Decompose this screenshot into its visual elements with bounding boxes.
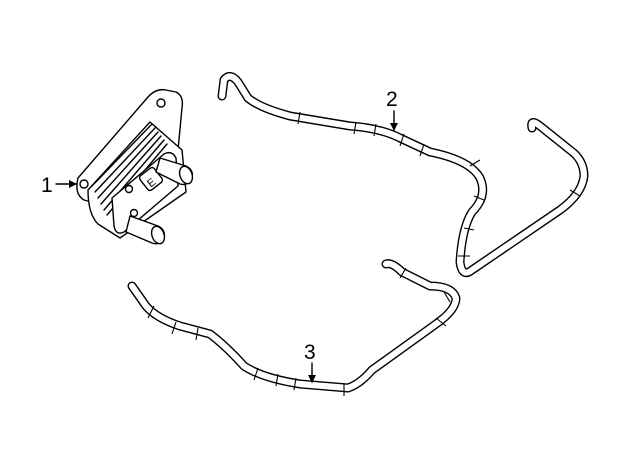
bracket-hole-left: [79, 179, 89, 189]
callout-1[interactable]: 1: [41, 174, 53, 197]
cooler-bolt-hole: [124, 184, 134, 194]
cooler-bolt-hole: [129, 208, 139, 218]
cooler-hose-part-2[interactable]: [217, 72, 589, 278]
callout-2[interactable]: 2: [386, 88, 398, 111]
callout-3[interactable]: 3: [304, 341, 316, 364]
bracket-hole-top: [156, 98, 166, 108]
hose-clip-band: [147, 267, 451, 396]
hose-clip-band: [297, 111, 581, 257]
cooler-lower-pipe-end: [150, 225, 166, 245]
cooler-hose-part-3[interactable]: [127, 259, 461, 396]
cooler-upper-pipe-end: [178, 165, 194, 185]
oil-cooler-part-1[interactable]: E: [76, 88, 195, 246]
cooler-plate-lines: [91, 123, 168, 216]
